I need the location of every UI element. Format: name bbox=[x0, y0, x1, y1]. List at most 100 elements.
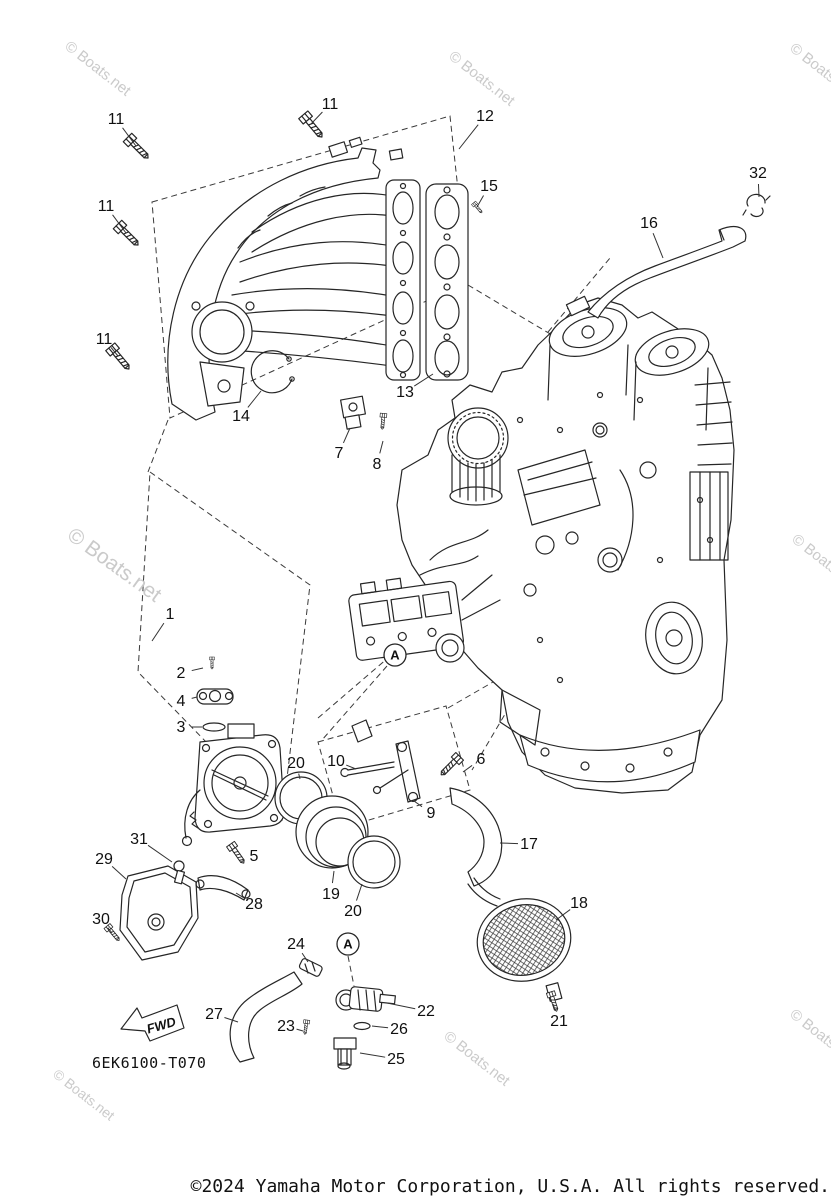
cover-29-drawing bbox=[119, 860, 251, 961]
section-marker-label: A bbox=[390, 648, 400, 663]
callout-leader-line bbox=[413, 800, 423, 808]
oil-cooler-18-drawing bbox=[467, 877, 572, 1002]
callout-leader-line bbox=[386, 1002, 416, 1010]
part-callout-7: 7 bbox=[335, 445, 344, 462]
callout-leader-line bbox=[151, 622, 165, 642]
sensor-7-drawing bbox=[340, 395, 366, 430]
callout-leader-line bbox=[296, 1028, 304, 1032]
part-callout-25: 25 bbox=[387, 1051, 405, 1068]
callout-leader-line bbox=[224, 1017, 239, 1023]
fwd-arrow-label: FWD bbox=[145, 1014, 178, 1037]
part-callout-29: 29 bbox=[95, 851, 113, 868]
part-callout-31: 31 bbox=[130, 831, 148, 848]
clamp-32-drawing bbox=[742, 193, 771, 218]
part-callout-28: 28 bbox=[245, 896, 263, 913]
boats-net-watermark: © Boats.net bbox=[63, 523, 166, 606]
hose-16-drawing bbox=[587, 226, 747, 319]
callout-leader-line bbox=[111, 866, 127, 880]
part-callout-13: 13 bbox=[396, 384, 414, 401]
part-callout-16: 16 bbox=[640, 215, 658, 232]
part-callout-6: 6 bbox=[477, 751, 486, 768]
screw-2-icon bbox=[209, 656, 215, 670]
part-callout-27: 27 bbox=[205, 1006, 223, 1023]
part-callout-18: 18 bbox=[570, 895, 588, 912]
callout-leader-line bbox=[298, 773, 301, 780]
valve-assembly-drawing bbox=[298, 958, 396, 1070]
part-callout-23: 23 bbox=[277, 1018, 295, 1035]
callout-leader-line bbox=[458, 124, 479, 150]
part-callout-2: 2 bbox=[177, 665, 186, 682]
part-callout-12: 12 bbox=[476, 108, 494, 125]
callout-leader-line bbox=[757, 183, 760, 198]
ring-14-drawing bbox=[250, 350, 295, 394]
callout-leader-line bbox=[552, 1003, 556, 1011]
callout-leader-line bbox=[476, 195, 484, 208]
callout-leader-line bbox=[191, 696, 198, 699]
diagram-part-code: 6EK6100-T070 bbox=[92, 1054, 206, 1072]
link-assembly-drawing bbox=[340, 719, 421, 803]
part-callout-17: 17 bbox=[520, 836, 538, 853]
part-callout-8: 8 bbox=[373, 456, 382, 473]
gasket-13-drawing bbox=[425, 183, 469, 381]
part-callout-11: 11 bbox=[98, 198, 115, 215]
callout-leader-line bbox=[310, 111, 323, 125]
part-callout-11: 11 bbox=[96, 331, 113, 348]
part-callout-15: 15 bbox=[480, 178, 498, 195]
callout-leader-line bbox=[331, 870, 335, 884]
callout-leader-line bbox=[301, 952, 309, 963]
part-callout-11: 11 bbox=[322, 96, 339, 113]
callout-leader-line bbox=[356, 883, 363, 901]
part-callout-5: 5 bbox=[250, 848, 259, 865]
bolt-5-icon bbox=[226, 840, 249, 867]
part-callout-26: 26 bbox=[390, 1021, 408, 1038]
boats-net-watermark: © Boats.net bbox=[62, 38, 135, 100]
section-marker-circle bbox=[383, 643, 407, 667]
callout-leader-line bbox=[371, 1025, 389, 1029]
callout-leader-line bbox=[191, 667, 204, 672]
section-marker-circle bbox=[336, 932, 360, 956]
bolt-11-icon bbox=[122, 132, 153, 163]
stud-15-icon bbox=[471, 200, 485, 215]
callout-leader-line bbox=[413, 373, 434, 387]
part-callout-22: 22 bbox=[417, 1003, 435, 1020]
intake-manifold-drawing bbox=[167, 136, 421, 421]
bolt-6-icon bbox=[436, 752, 464, 780]
oring-20b-drawing bbox=[347, 835, 401, 889]
bolt-8-icon bbox=[378, 412, 388, 430]
boats-net-watermark: © Boats.net bbox=[789, 531, 831, 593]
callout-leader-line bbox=[110, 347, 119, 357]
part-callout-24: 24 bbox=[287, 936, 305, 953]
engine-block-drawing bbox=[348, 295, 735, 794]
hose-27-drawing bbox=[229, 971, 303, 1063]
part-callout-30: 30 bbox=[92, 911, 110, 928]
part-callout-32: 32 bbox=[749, 165, 767, 182]
callout-leader-line bbox=[112, 214, 127, 234]
boats-net-watermark: © Boats.net bbox=[441, 1028, 514, 1090]
callout-leader-line bbox=[359, 1052, 386, 1058]
callout-leader-line bbox=[122, 127, 137, 147]
callout-leader-line bbox=[235, 892, 245, 899]
section-marker-label: A bbox=[343, 937, 353, 952]
callout-leader-line bbox=[462, 765, 473, 773]
part-callout-20: 20 bbox=[287, 755, 305, 772]
fwd-arrow: FWD bbox=[120, 1004, 185, 1042]
bolt-11-icon bbox=[298, 110, 328, 142]
callout-leader-line bbox=[555, 909, 571, 921]
boats-net-watermark: © Boats.net bbox=[787, 40, 831, 102]
throttle-body-drawing bbox=[181, 656, 285, 847]
callout-leader-line bbox=[499, 842, 519, 845]
callout-leader-line bbox=[247, 390, 262, 408]
callout-leader-line bbox=[107, 927, 113, 934]
callout-leader-line bbox=[342, 427, 351, 444]
part-callout-3: 3 bbox=[177, 719, 186, 736]
bolt-11-icon bbox=[112, 219, 143, 250]
callout-leader-line bbox=[652, 233, 664, 259]
copyright-text: ©2024 Yamaha Motor Corporation, U.S.A. A… bbox=[190, 1176, 830, 1197]
part-callout-21: 21 bbox=[550, 1013, 568, 1030]
callout-leader-line bbox=[147, 844, 173, 863]
part-callout-9: 9 bbox=[427, 805, 436, 822]
part-callout-10: 10 bbox=[327, 753, 345, 770]
